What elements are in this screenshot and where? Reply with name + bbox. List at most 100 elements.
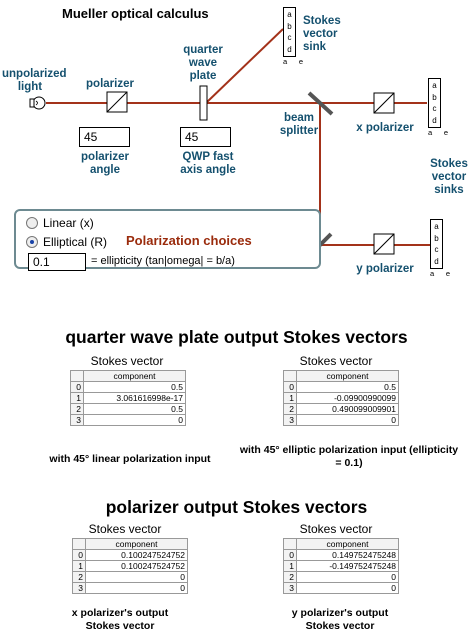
sink-component-c: c (432, 104, 437, 114)
elliptical-radio-option[interactable]: Elliptical (R) (26, 235, 107, 249)
sink-component-a: a (287, 10, 292, 20)
sink-component-c: c (434, 245, 439, 255)
qwp-elliptic-caption: with 45° elliptic polarization input (el… (239, 444, 459, 469)
row-index: 3 (70, 414, 84, 426)
row-value: 0.100247524752 (85, 560, 188, 572)
row-value: 0.100247524752 (85, 549, 188, 561)
qwp-elliptic-table-title: Stokes vector (299, 354, 373, 368)
elliptical-radio-label: Elliptical (R) (43, 235, 108, 249)
ellipticity-input[interactable] (28, 253, 86, 271)
x-polarizer-icon (373, 92, 395, 114)
sink-footer-label: e (298, 57, 303, 66)
row-index: 2 (72, 571, 86, 583)
row-index: 0 (70, 381, 84, 393)
row-value: 0 (85, 582, 188, 594)
beam-splitter-icon (307, 91, 334, 116)
sink-component-b: b (434, 233, 439, 243)
stokes-sink-x: a b c d (428, 78, 441, 128)
stokes-vector-sinks-label: Stokes vector sinks (430, 158, 468, 196)
polarizer-label: polarizer (86, 78, 134, 90)
sink-footer-label: a (283, 57, 288, 66)
row-index: 2 (283, 571, 297, 583)
qwp-linear-table-title: Stokes vector (90, 354, 164, 368)
polarizer-icon (106, 91, 128, 113)
qwp-angle-input[interactable] (180, 127, 231, 147)
row-value: 0 (296, 414, 399, 426)
row-index: 2 (283, 403, 297, 415)
polarization-choices-title: Polarization choices (126, 233, 252, 248)
quarter-wave-plate-icon (199, 85, 208, 121)
stokes-sink-y: a b c d (430, 219, 443, 269)
sink-component-c: c (287, 33, 292, 43)
row-value: 0 (83, 414, 186, 426)
row-index: 1 (283, 560, 297, 572)
page-title: Mueller optical calculus (62, 6, 209, 21)
stokes-sink-top: a b c d (283, 7, 296, 57)
sink-component-d: d (287, 44, 292, 54)
row-value: 3.061616998e-17 (83, 392, 186, 404)
row-index: 1 (283, 392, 297, 404)
sink-component-b: b (432, 92, 437, 102)
sink-footer-label: e (443, 128, 448, 137)
stokes-vector-sink-label: Stokes vector sink (303, 15, 341, 53)
x-polarizer-table-title: Stokes vector (88, 522, 162, 536)
sink-footer-label: a (428, 128, 433, 137)
row-value: -0.149752475248 (296, 560, 399, 572)
sink-component-b: b (287, 21, 292, 31)
light-bulb-icon (29, 96, 46, 110)
sink-component-a: a (434, 222, 439, 232)
sink-footer-label: a (430, 269, 435, 278)
sink-beam (205, 28, 284, 104)
corner-cell (70, 370, 84, 382)
table-row: 1-0.149752475248 (283, 560, 399, 572)
row-value: 0 (85, 571, 188, 583)
row-value: 0 (296, 571, 399, 583)
row-value: 0.5 (83, 403, 186, 415)
column-header: component (85, 538, 188, 550)
linear-radio[interactable] (26, 217, 38, 229)
polarizer-angle-input[interactable] (79, 127, 130, 147)
beam-splitter-label: beam splitter (279, 112, 319, 137)
linear-radio-label: Linear (x) (43, 216, 94, 230)
row-value: 0.149752475248 (296, 549, 399, 561)
linear-radio-option[interactable]: Linear (x) (26, 216, 94, 230)
y-polarizer-table-title: Stokes vector (299, 522, 373, 536)
row-index: 3 (72, 582, 86, 594)
polarization-choices-panel: Linear (x) Elliptical (R) Polarization c… (14, 209, 321, 271)
polarizer-output-heading: polarizer output Stokes vectors (105, 497, 368, 517)
corner-cell (72, 538, 86, 550)
sink-component-d: d (434, 256, 439, 266)
polarizer-angle-label: polarizer angle (81, 151, 129, 176)
y-polarizer-icon (373, 233, 395, 255)
row-index: 3 (283, 582, 297, 594)
quarter-wave-plate-label: quarter wave plate (183, 44, 223, 82)
row-index: 2 (70, 403, 84, 415)
sink-footer-label: e (445, 269, 450, 278)
row-value: 0.5 (83, 381, 186, 393)
column-header: component (296, 370, 399, 382)
corner-cell (283, 538, 297, 550)
row-index: 3 (283, 414, 297, 426)
y-polarizer-label: y polarizer (356, 263, 414, 275)
sink-component-a: a (432, 81, 437, 91)
elliptical-radio[interactable] (26, 236, 38, 248)
row-index: 0 (72, 549, 86, 561)
row-index: 1 (72, 560, 86, 572)
unpolarized-light-label: unpolarized light (2, 68, 67, 93)
column-header: component (83, 370, 186, 382)
row-value: 0 (296, 582, 399, 594)
